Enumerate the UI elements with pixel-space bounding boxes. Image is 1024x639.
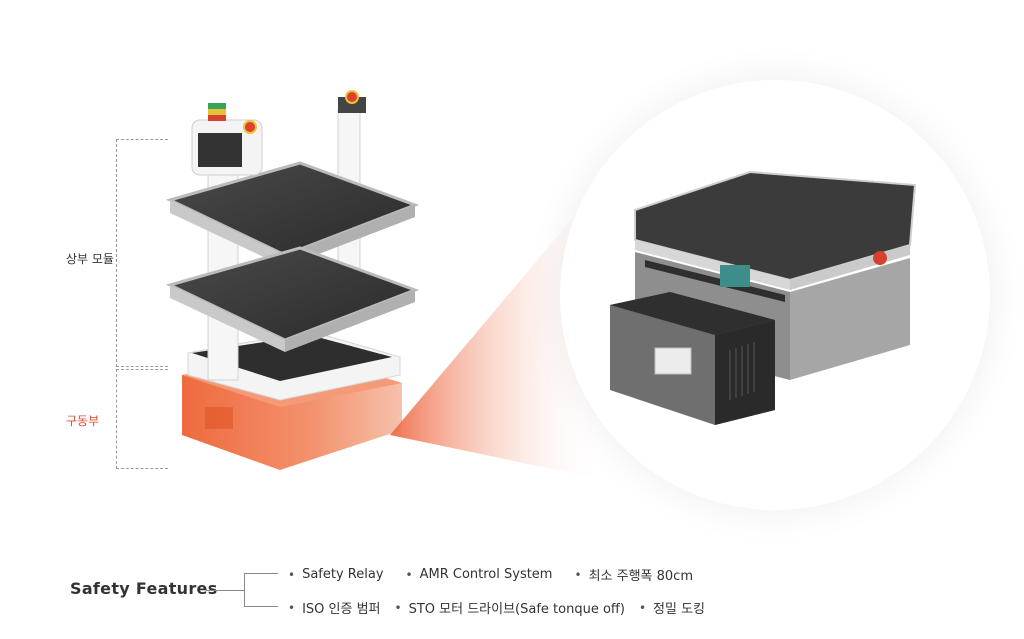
upper-module-bracket (116, 139, 168, 367)
features-connector-line (206, 590, 244, 591)
bullet-icon: • (288, 567, 296, 582)
upper-module-label: 상부 모듈 (66, 248, 114, 269)
bullet-icon: • (638, 600, 647, 615)
bullet-icon: • (288, 600, 296, 615)
robot-illustration (165, 90, 420, 470)
features-row-2: • ISO 인증 범퍼 • STO 모터 드라이브(Safe tonque of… (288, 598, 727, 618)
bullet-icon: • (574, 567, 582, 582)
zoom-beam (390, 180, 605, 480)
drive-unit-bracket (116, 369, 168, 469)
zoom-circle (560, 80, 990, 510)
tray-lower (165, 246, 420, 342)
feature-item: • 정밀 도킹 (638, 598, 705, 618)
feature-label: 정밀 도킹 (653, 602, 705, 617)
tray-upper (165, 161, 420, 257)
feature-item: • AMR Control System (406, 565, 553, 584)
bullet-icon: • (394, 600, 402, 615)
feature-item: • STO 모터 드라이브(Safe tonque off) (394, 598, 625, 618)
feature-label: 최소 주행폭 80cm (588, 569, 693, 584)
feature-label: STO 모터 드라이브(Safe tonque off) (408, 602, 625, 617)
drive-unit-closeup (610, 170, 917, 425)
features-bracket (244, 573, 278, 607)
drive-unit-label: 구동부 (66, 410, 100, 431)
feature-label: AMR Control System (419, 567, 553, 582)
feature-item: • 최소 주행폭 80cm (574, 565, 693, 585)
feature-item: • Safety Relay (288, 565, 384, 584)
features-title: Safety Features (70, 579, 218, 598)
feature-label: ISO 인증 범퍼 (302, 602, 381, 617)
bullet-icon: • (405, 567, 413, 582)
feature-item: • ISO 인증 범퍼 (288, 598, 381, 618)
feature-label: Safety Relay (302, 567, 384, 582)
features-row-1: • Safety Relay • AMR Control System • 최소… (288, 565, 715, 584)
